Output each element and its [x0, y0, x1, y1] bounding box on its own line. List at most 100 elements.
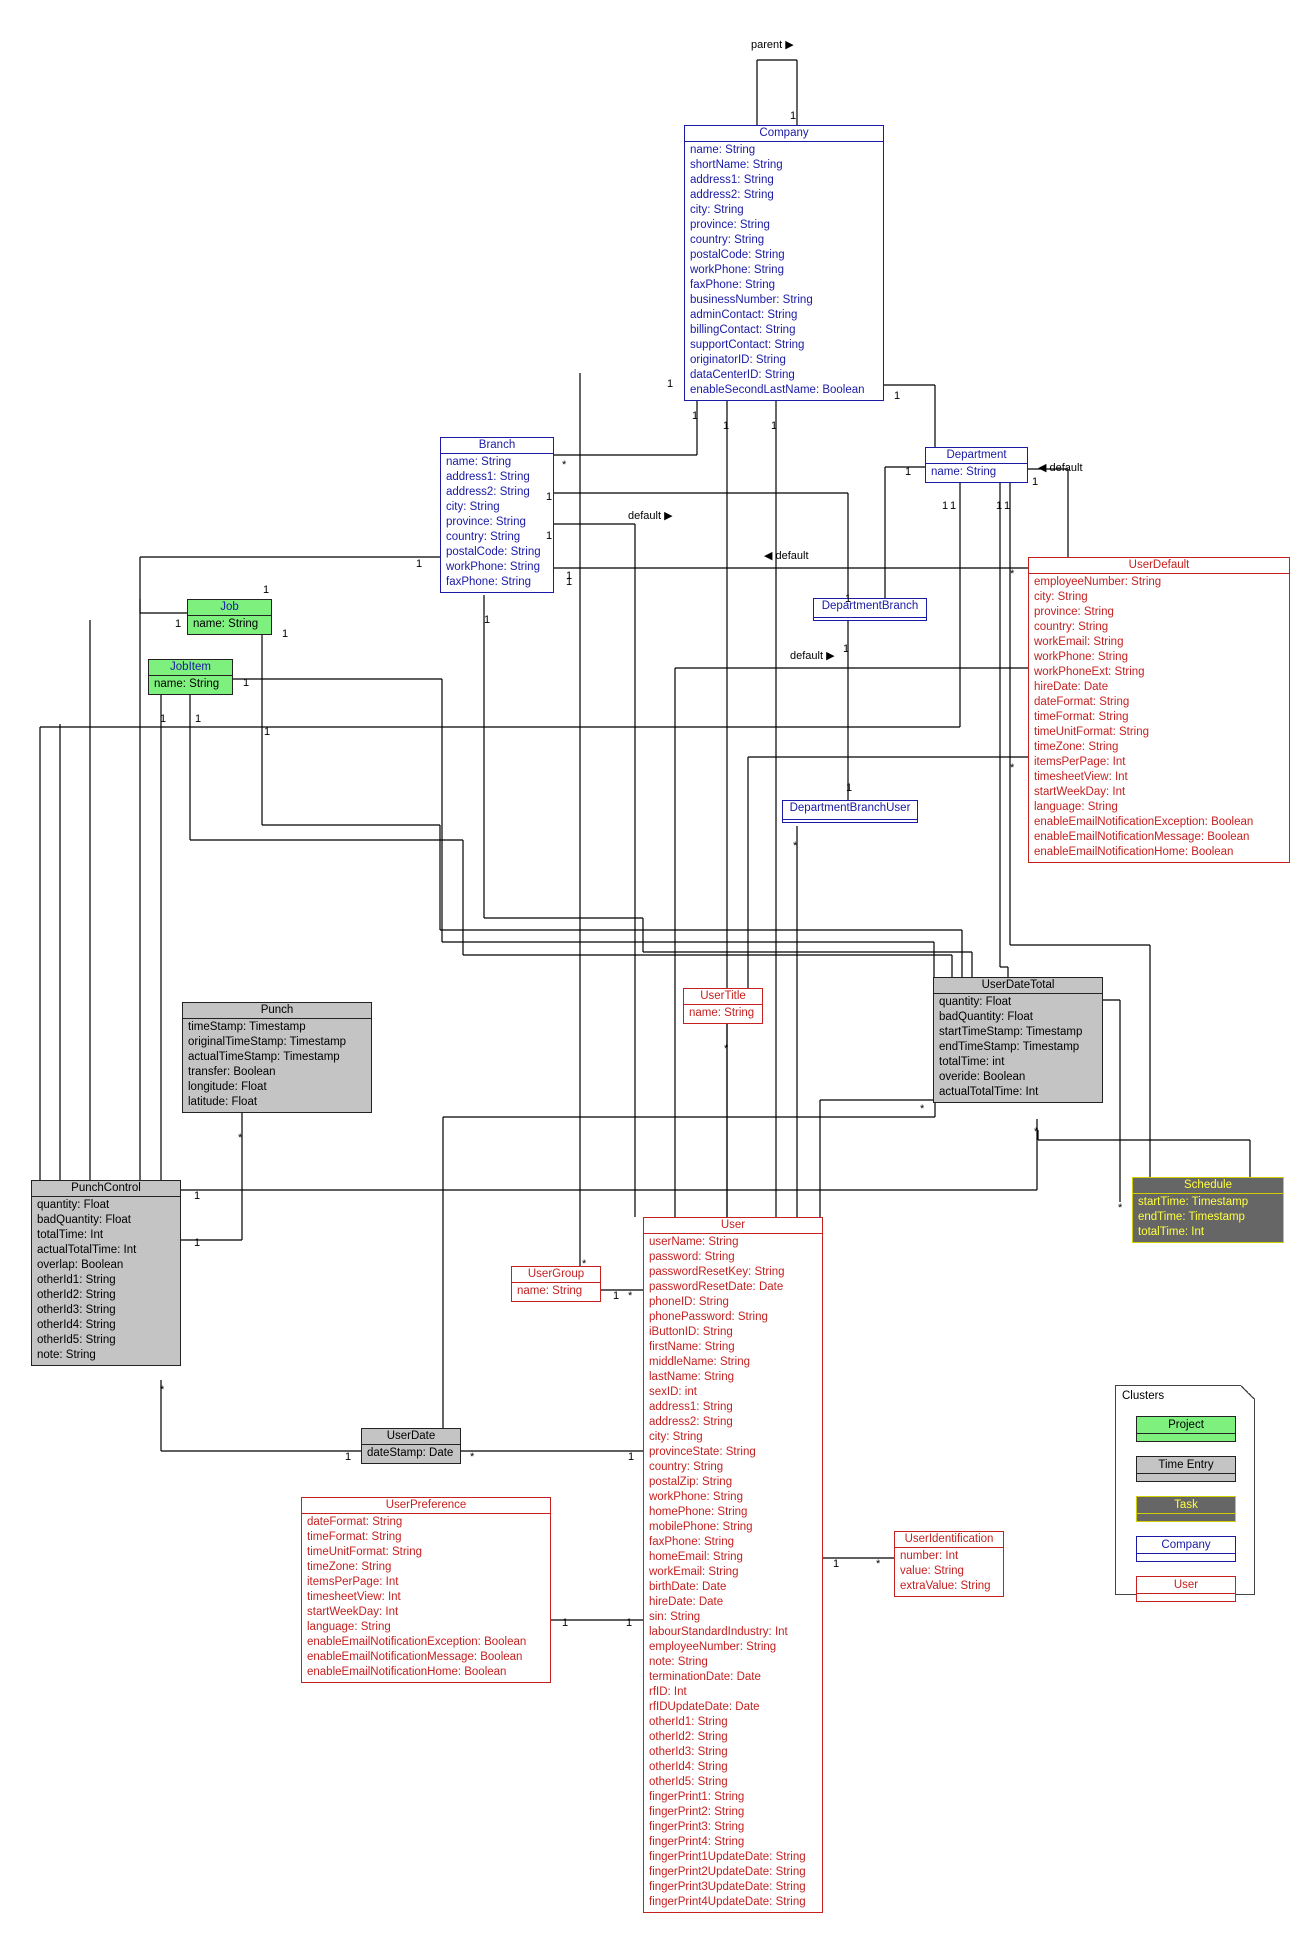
class-user[interactable]: User userName: String password: String p…: [643, 1217, 823, 1913]
class-punch[interactable]: Punch timeStamp: Timestamp originalTimeS…: [182, 1002, 372, 1113]
class-name: UserDateTotal: [934, 978, 1102, 994]
attribute: fingerPrint4UpdateDate: String: [649, 1896, 806, 1908]
class-punch-control[interactable]: PunchControl quantity: Float badQuantity…: [31, 1180, 181, 1366]
attribute: overide: Boolean: [939, 1071, 1026, 1083]
legend-item-company: Company: [1136, 1536, 1236, 1562]
class-user-default[interactable]: UserDefault employeeNumber: String city:…: [1028, 557, 1290, 863]
attribute: otherId4: String: [649, 1761, 728, 1773]
legend-label: Task: [1174, 1499, 1198, 1511]
attribute: billingContact: String: [690, 324, 796, 336]
class-name: DepartmentBranchUser: [789, 802, 911, 814]
multiplicity-many: *: [470, 1451, 475, 1463]
multiplicity-many: *: [1010, 762, 1015, 774]
attribute: employeeNumber: String: [649, 1641, 777, 1653]
attribute: otherId2: String: [37, 1289, 116, 1301]
attribute: timeUnitFormat: String: [1034, 726, 1150, 738]
attribute: adminContact: String: [690, 309, 798, 321]
class-name: JobItem: [149, 660, 232, 676]
multiplicity-many: *: [1034, 1126, 1039, 1138]
multiplicity-one: 1: [1032, 476, 1039, 488]
attribute: otherId1: String: [649, 1716, 728, 1728]
attribute: name: String: [517, 1285, 583, 1297]
attribute: userName: String: [649, 1236, 739, 1248]
legend-label: Company: [1161, 1539, 1211, 1551]
attribute: startWeekDay: Int: [1034, 786, 1126, 798]
legend-title: Clusters: [1122, 1390, 1165, 1402]
attribute: otherId3: String: [37, 1304, 116, 1316]
attribute: name: String: [154, 678, 220, 690]
class-company[interactable]: Company name: String shortName: String a…: [684, 125, 884, 401]
attribute: timeZone: String: [307, 1561, 392, 1573]
attribute: language: String: [1034, 801, 1118, 813]
attribute: provinceState: String: [649, 1446, 756, 1458]
class-name: Department: [926, 448, 1027, 464]
attribute: workPhoneExt: String: [1034, 666, 1145, 678]
attribute: actualTotalTime: Int: [37, 1244, 137, 1256]
attribute: birthDate: Date: [649, 1581, 727, 1593]
class-name: Punch: [183, 1003, 371, 1019]
class-name: Job: [188, 600, 271, 616]
attribute: overlap: Boolean: [37, 1259, 124, 1271]
attribute: name: String: [689, 1007, 755, 1019]
class-name: UserDate: [362, 1429, 460, 1445]
attribute: postalCode: String: [446, 546, 541, 558]
attribute: enableEmailNotificationException: Boolea…: [1034, 816, 1254, 828]
attribute: phonePassword: String: [649, 1311, 768, 1323]
legend-item-project: Project: [1136, 1416, 1236, 1442]
attribute: country: String: [446, 531, 521, 543]
class-name: UserGroup: [512, 1267, 600, 1283]
attribute: enableEmailNotificationMessage: Boolean: [307, 1651, 523, 1663]
class-user-date[interactable]: UserDate dateStamp: Date: [361, 1428, 461, 1464]
attribute: otherId4: String: [37, 1319, 116, 1331]
association-label-default: ◀ default: [764, 550, 809, 562]
class-schedule[interactable]: Schedule startTime: Timestamp endTime: T…: [1132, 1177, 1284, 1243]
attribute: timesheetView: Int: [307, 1591, 401, 1603]
attribute: fingerPrint1UpdateDate: String: [649, 1851, 806, 1863]
attribute: country: String: [649, 1461, 724, 1473]
attribute: otherId3: String: [649, 1746, 728, 1758]
class-name: User: [644, 1218, 822, 1234]
attribute: name: String: [931, 466, 997, 478]
class-user-preference[interactable]: UserPreference dateFormat: String timeFo…: [301, 1497, 551, 1683]
attribute: fingerPrint2UpdateDate: String: [649, 1866, 806, 1878]
attribute: enableEmailNotificationMessage: Boolean: [1034, 831, 1250, 843]
class-department-branch-user[interactable]: DepartmentBranchUser: [782, 800, 918, 823]
attribute: dateFormat: String: [307, 1516, 403, 1528]
attribute: startTime: Timestamp: [1138, 1196, 1249, 1208]
class-job[interactable]: Job name: String: [187, 599, 272, 635]
legend-label: User: [1173, 1579, 1199, 1591]
attribute: enableEmailNotificationHome: Boolean: [1034, 846, 1234, 858]
class-user-identification[interactable]: UserIdentification number: Int value: St…: [894, 1531, 1004, 1597]
attribute: sexID: int: [649, 1386, 697, 1398]
multiplicity-one: 1: [546, 491, 553, 503]
multiplicity-one: 1: [416, 558, 423, 570]
attribute: workPhone: String: [1034, 651, 1128, 663]
class-name: PunchControl: [32, 1181, 180, 1197]
class-job-item[interactable]: JobItem name: String: [148, 659, 233, 695]
class-department[interactable]: Department name: String: [925, 447, 1028, 483]
class-department-branch[interactable]: DepartmentBranch: [813, 598, 927, 621]
attribute: supportContact: String: [690, 339, 805, 351]
class-name: UserTitle: [684, 989, 762, 1005]
attribute: totalTime: Int: [1138, 1226, 1205, 1238]
attribute: city: String: [649, 1431, 703, 1443]
class-name: UserDefault: [1029, 558, 1289, 574]
attribute: phoneID: String: [649, 1296, 729, 1308]
attribute: address2: String: [649, 1416, 733, 1428]
attribute: name: String: [690, 144, 756, 156]
attribute: city: String: [690, 204, 744, 216]
attribute: endTimeStamp: Timestamp: [939, 1041, 1080, 1053]
class-branch[interactable]: Branch name: String address1: String add…: [440, 437, 554, 593]
class-name: UserPreference: [302, 1498, 550, 1514]
attribute: rfIDUpdateDate: Date: [649, 1701, 760, 1713]
attribute: passwordResetDate: Date: [649, 1281, 784, 1293]
attribute: timeZone: String: [1034, 741, 1119, 753]
class-user-group[interactable]: UserGroup name: String: [511, 1266, 601, 1302]
association-label-default: default ▶: [790, 650, 835, 662]
class-user-title[interactable]: UserTitle name: String: [683, 988, 763, 1024]
multiplicity-one: 1: [667, 378, 674, 390]
class-user-date-total[interactable]: UserDateTotal quantity: Float badQuantit…: [933, 977, 1103, 1103]
attribute: quantity: Float: [37, 1199, 110, 1211]
